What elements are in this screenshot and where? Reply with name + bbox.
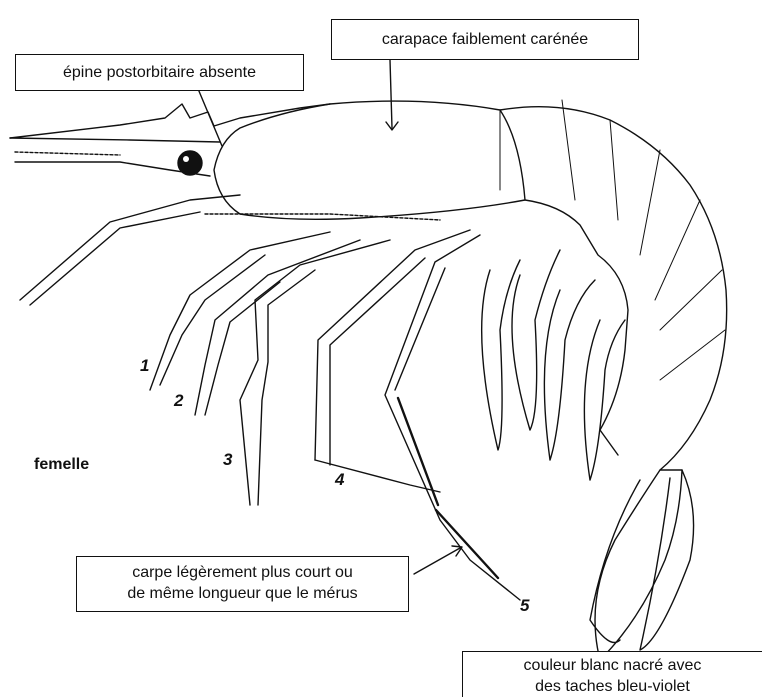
leg-number-3: 3 xyxy=(223,450,232,470)
carpus-marker xyxy=(398,398,498,578)
leg-number-1: 1 xyxy=(140,356,149,376)
leg-number-4: 4 xyxy=(335,470,344,490)
leg-number-2: 2 xyxy=(174,391,183,411)
leg-1 xyxy=(150,232,330,390)
postorbital-callout: épine postorbitaire absente xyxy=(15,54,304,91)
carapace-label: carapace faiblement carénée xyxy=(382,31,588,48)
carapace xyxy=(214,101,525,219)
rostrum xyxy=(10,104,330,138)
color-line-1: couleur blanc nacré avec xyxy=(463,655,762,676)
carpus-callout: carpe légèrement plus court ou de même l… xyxy=(76,556,409,612)
carpus-line-1: carpe légèrement plus court ou xyxy=(77,562,408,583)
leg-number-5: 5 xyxy=(520,596,529,616)
color-line-2: des taches bleu-violet xyxy=(463,676,762,697)
telson xyxy=(595,470,682,660)
sex-label: femelle xyxy=(34,456,89,474)
leg-4 xyxy=(315,230,470,460)
carapace-callout: carapace faiblement carénée xyxy=(331,19,639,60)
postorbital-label: épine postorbitaire absente xyxy=(63,64,256,81)
color-callout: couleur blanc nacré avec des taches bleu… xyxy=(462,651,762,697)
leg-2 xyxy=(195,240,360,415)
carpus-arrow xyxy=(414,548,460,574)
carpus-line-2: de même longueur que le mérus xyxy=(77,583,408,604)
carapace-leader xyxy=(390,60,392,128)
